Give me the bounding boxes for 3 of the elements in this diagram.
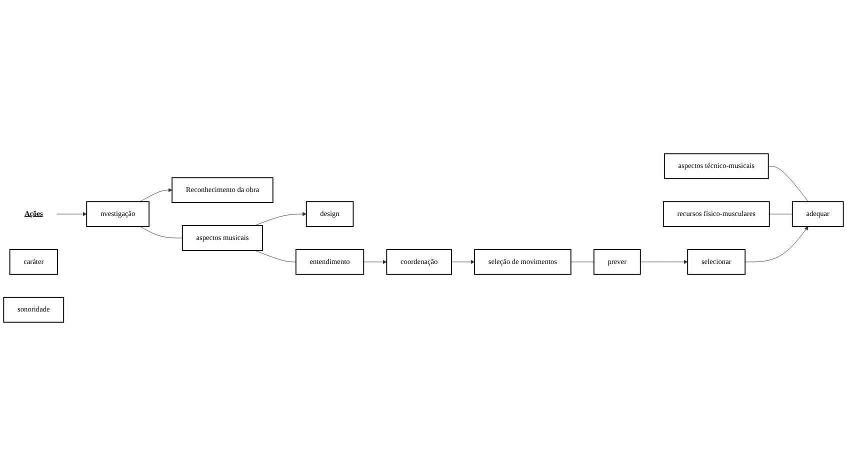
connector [140,226,183,238]
connector [254,250,296,262]
connector [768,166,808,202]
